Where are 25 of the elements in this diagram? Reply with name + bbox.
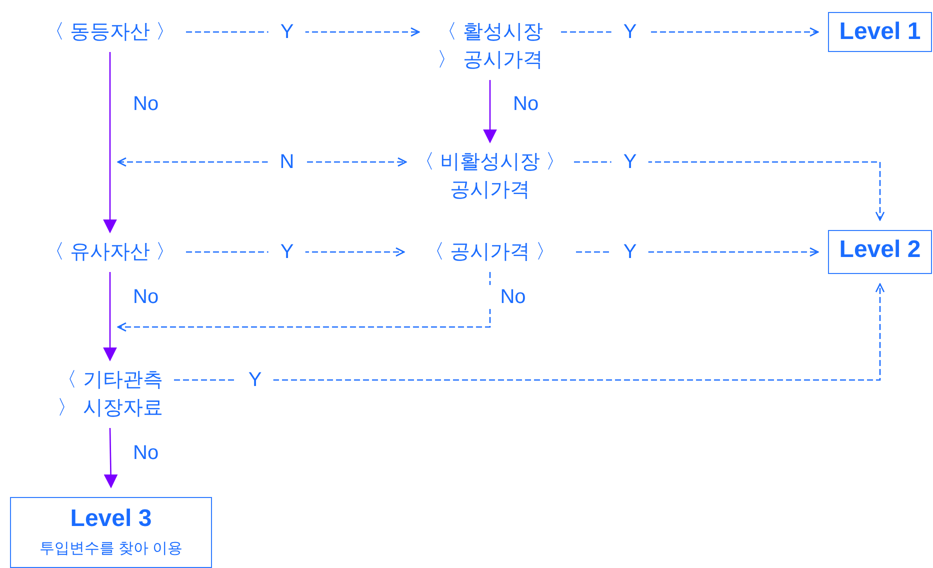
arrow <box>103 272 117 362</box>
arrow <box>103 52 117 234</box>
edge-label: No <box>133 285 159 309</box>
arrow <box>117 157 407 167</box>
arrow <box>104 428 118 488</box>
edge-label: No <box>513 92 539 116</box>
decision-text: 〈 공시가격 〉 <box>410 238 570 266</box>
decision-text: 〈 기타관측 〉 시장자료 <box>52 366 168 422</box>
level-title: Level 2 <box>838 235 922 265</box>
decision-text: 〈 동등자산 〉 <box>40 18 180 46</box>
arrow <box>483 80 497 144</box>
edge-label: No <box>133 92 159 116</box>
level-note: 투입변수를 찾아 이용 <box>38 539 184 559</box>
arrow <box>117 272 491 332</box>
level-box <box>10 497 212 568</box>
edge-label: No <box>133 441 159 465</box>
arrow <box>574 161 885 221</box>
decision-text: 〈 비활성시장 〉 공시가격 <box>412 148 568 204</box>
level-title: Level 3 <box>69 504 153 534</box>
decision-text: 〈 활성시장 〉 공시가격 <box>425 18 555 74</box>
level-box <box>828 230 932 274</box>
decision-text: 〈 유사자산 〉 <box>40 238 180 266</box>
arrow <box>174 283 885 381</box>
level-title: Level 1 <box>838 17 922 47</box>
level-box <box>828 12 932 52</box>
